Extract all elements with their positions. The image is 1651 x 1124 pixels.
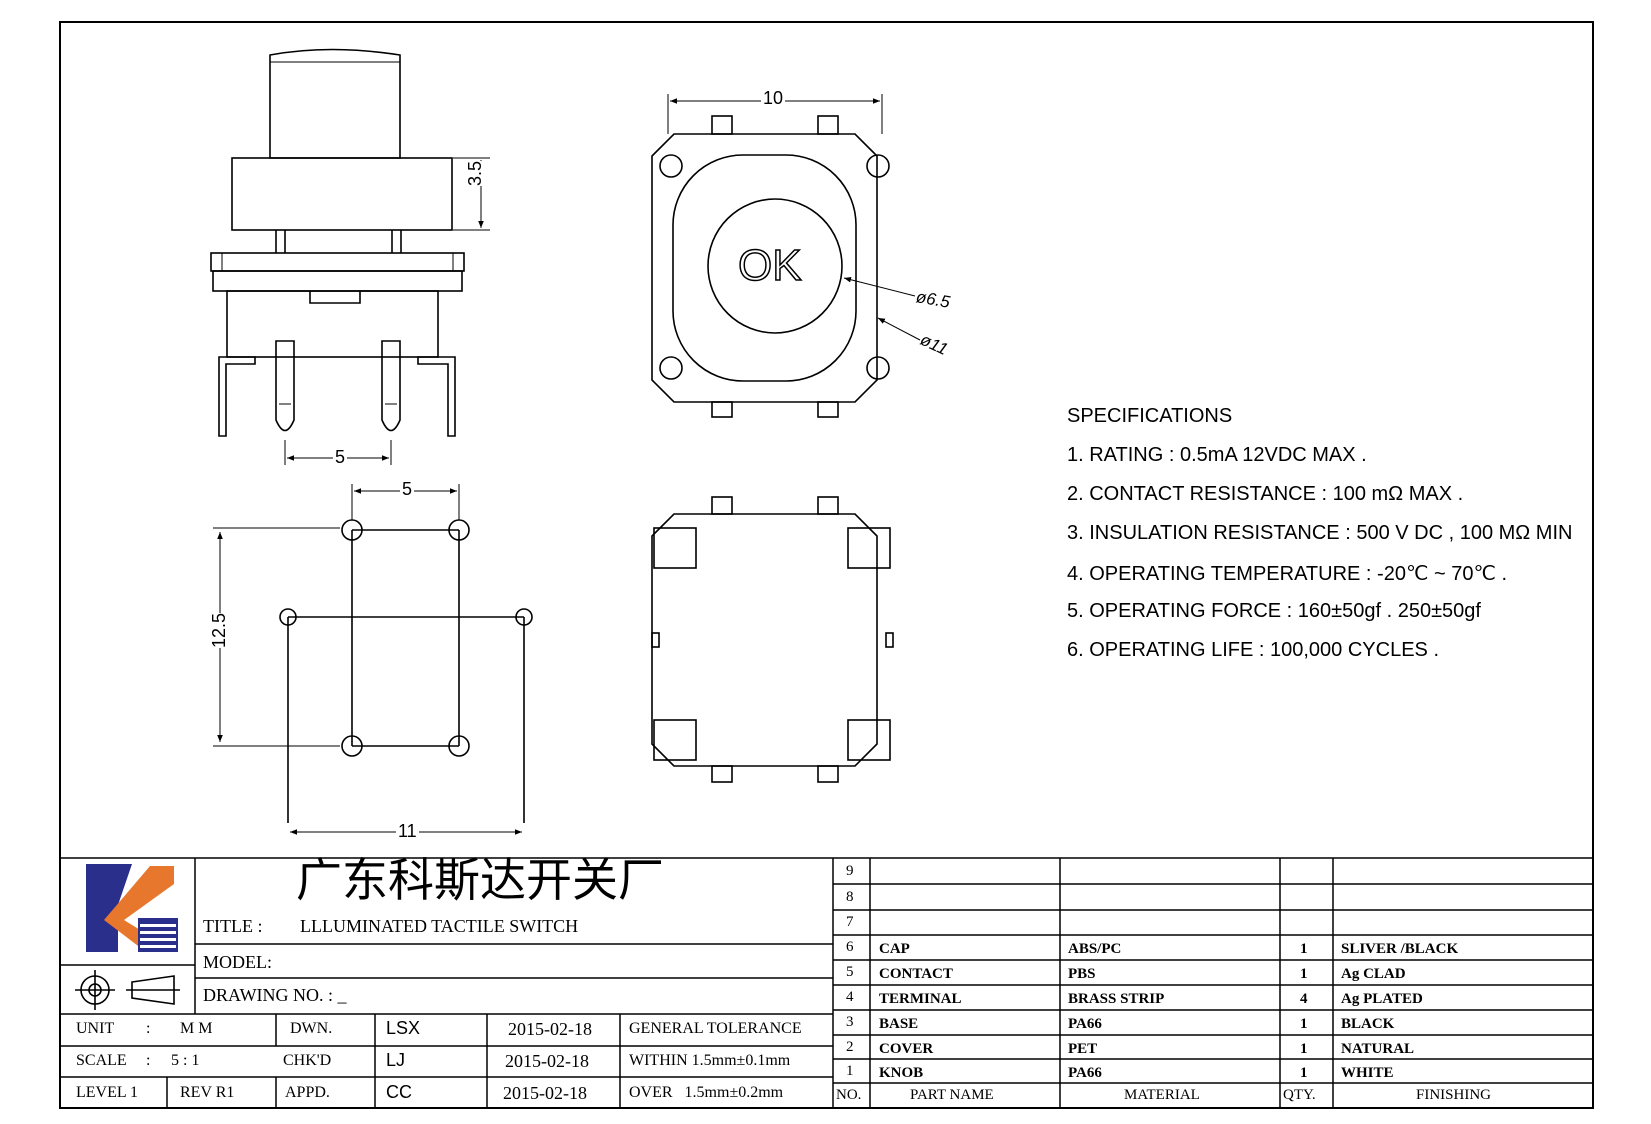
bom-header-3: QTY. [1283,1087,1316,1103]
bom-cell-finishing: BLACK [1341,1016,1395,1032]
scale-sep: : [146,1052,151,1069]
bom-cell-no: 2 [846,1039,854,1055]
pcb-pattern-dimensions [213,484,522,835]
side-view [210,48,465,437]
bom-cell-part: BASE [879,1016,919,1032]
bom-cell-qty: 1 [1300,1041,1308,1057]
bom-cell-finishing: Ag CLAD [1341,966,1406,982]
chkd-date: 2015-02-18 [505,1051,589,1071]
bom-cell-material: BRASS STRIP [1068,991,1165,1007]
dim-pattern-bottom: 11 [396,821,419,841]
specifications-heading: SPECIFICATIONS [1067,405,1233,427]
bom-cell-part: TERMINAL [879,991,962,1007]
bom-cell-qty: 1 [1300,966,1308,982]
company-logo [86,864,178,952]
company-name: 广东科斯达开关厂 [296,855,664,906]
bom-cell-part: CAP [879,941,910,957]
spec-item-operating-temperature: 4. OPERATING TEMPERATURE : -20℃ ~ 70℃ . [1067,563,1508,585]
bom-cell-material: PA66 [1068,1065,1102,1081]
side-view-dimensions [284,157,490,465]
bom-cell-material: ABS/PC [1068,941,1122,957]
drawing-border [59,21,1594,1109]
pcb-pattern [279,519,533,823]
scale-value: 5 : 1 [171,1052,200,1069]
dim-height-side: 3.5 [465,160,485,186]
unit-value: M M [180,1020,213,1037]
button-ok-label: OK [737,241,802,290]
bom-header-2: MATERIAL [1124,1087,1200,1103]
title-block-grid [60,857,1593,1108]
dwn-label: DWN. [290,1020,333,1037]
level-value: LEVEL 1 [76,1084,139,1101]
bom-cell-no: 1 [846,1063,854,1079]
dwn-name: LSX [386,1018,421,1038]
scale-label: SCALE [76,1052,127,1069]
dim-width-top: 10 [761,88,786,108]
tolerance-within: WITHIN 1.5mm±0.1mm [629,1052,791,1069]
bom-cell-part: KNOB [879,1065,924,1081]
bom-cell-part: CONTACT [879,966,953,982]
bom-cell-material: PET [1068,1041,1098,1057]
bom-cell-qty: 1 [1300,1065,1308,1081]
bom-header-0: NO. [836,1087,862,1103]
bom-cell-no: 7 [846,914,854,930]
chkd-label: CHK'D [283,1052,332,1069]
bom-cell-material: PBS [1068,966,1096,982]
tolerance-over: OVER 1.5mm±0.2mm [629,1084,784,1101]
projection-symbol-icon [75,970,180,1010]
title-value: LLLUMINATED TACTILE SWITCH [300,916,579,936]
spec-item-rating: 1. RATING : 0.5mA 12VDC MAX . [1067,444,1367,466]
dim-pattern-top: 5 [400,479,415,499]
bom-cell-no: 9 [846,863,854,879]
top-view [651,115,890,418]
bom-cell-qty: 1 [1300,1016,1308,1032]
bom-cell-no: 3 [846,1014,854,1030]
bom-cell-material: PA66 [1068,1016,1102,1032]
bom-cell-part: COVER [879,1041,934,1057]
dwn-date: 2015-02-18 [508,1019,592,1039]
tolerance-label: GENERAL TOLERANCE [629,1020,802,1037]
spec-item-contact-resistance: 2. CONTACT RESISTANCE : 100 mΩ MAX . [1067,483,1464,505]
appd-name: CC [386,1082,412,1102]
unit-label: UNIT [76,1020,115,1037]
bom-cell-qty: 4 [1300,991,1308,1007]
bom-cell-qty: 1 [1300,941,1308,957]
bom-header-1: PART NAME [910,1087,994,1103]
chkd-name: LJ [386,1050,406,1070]
bom-cell-finishing: Ag PLATED [1341,991,1423,1007]
bom-cell-no: 5 [846,964,854,980]
bottom-view [651,496,894,783]
dim-pin-spacing: 5 [333,447,348,467]
appd-date: 2015-02-18 [503,1083,587,1103]
drawing-no-label: DRAWING NO. : _ [203,985,347,1005]
bom-header-4: FINISHING [1416,1087,1491,1103]
spec-item-operating-force: 5. OPERATING FORCE : 160±50gf . 250±50gf [1067,600,1481,622]
bom-cell-no: 4 [846,989,854,1005]
appd-label: APPD. [285,1084,330,1101]
spec-item-operating-life: 6. OPERATING LIFE : 100,000 CYCLES . [1067,639,1440,661]
bom-cell-no: 8 [846,889,854,905]
spec-item-insulation-resistance: 3. INSULATION RESISTANCE : 500 V DC , 10… [1067,522,1573,544]
bom-cell-finishing: SLIVER /BLACK [1341,941,1459,957]
title-label: TITLE : [203,916,263,936]
top-view-dimensions [667,94,921,341]
bom-cell-no: 6 [846,939,854,955]
dim-pattern-left: 12.5 [209,612,229,648]
unit-sep: : [146,1020,151,1037]
rev-value: REV R1 [180,1084,235,1101]
bom-cell-finishing: NATURAL [1341,1041,1415,1057]
model-label: MODEL: [203,952,272,972]
bom-cell-finishing: WHITE [1341,1065,1394,1081]
